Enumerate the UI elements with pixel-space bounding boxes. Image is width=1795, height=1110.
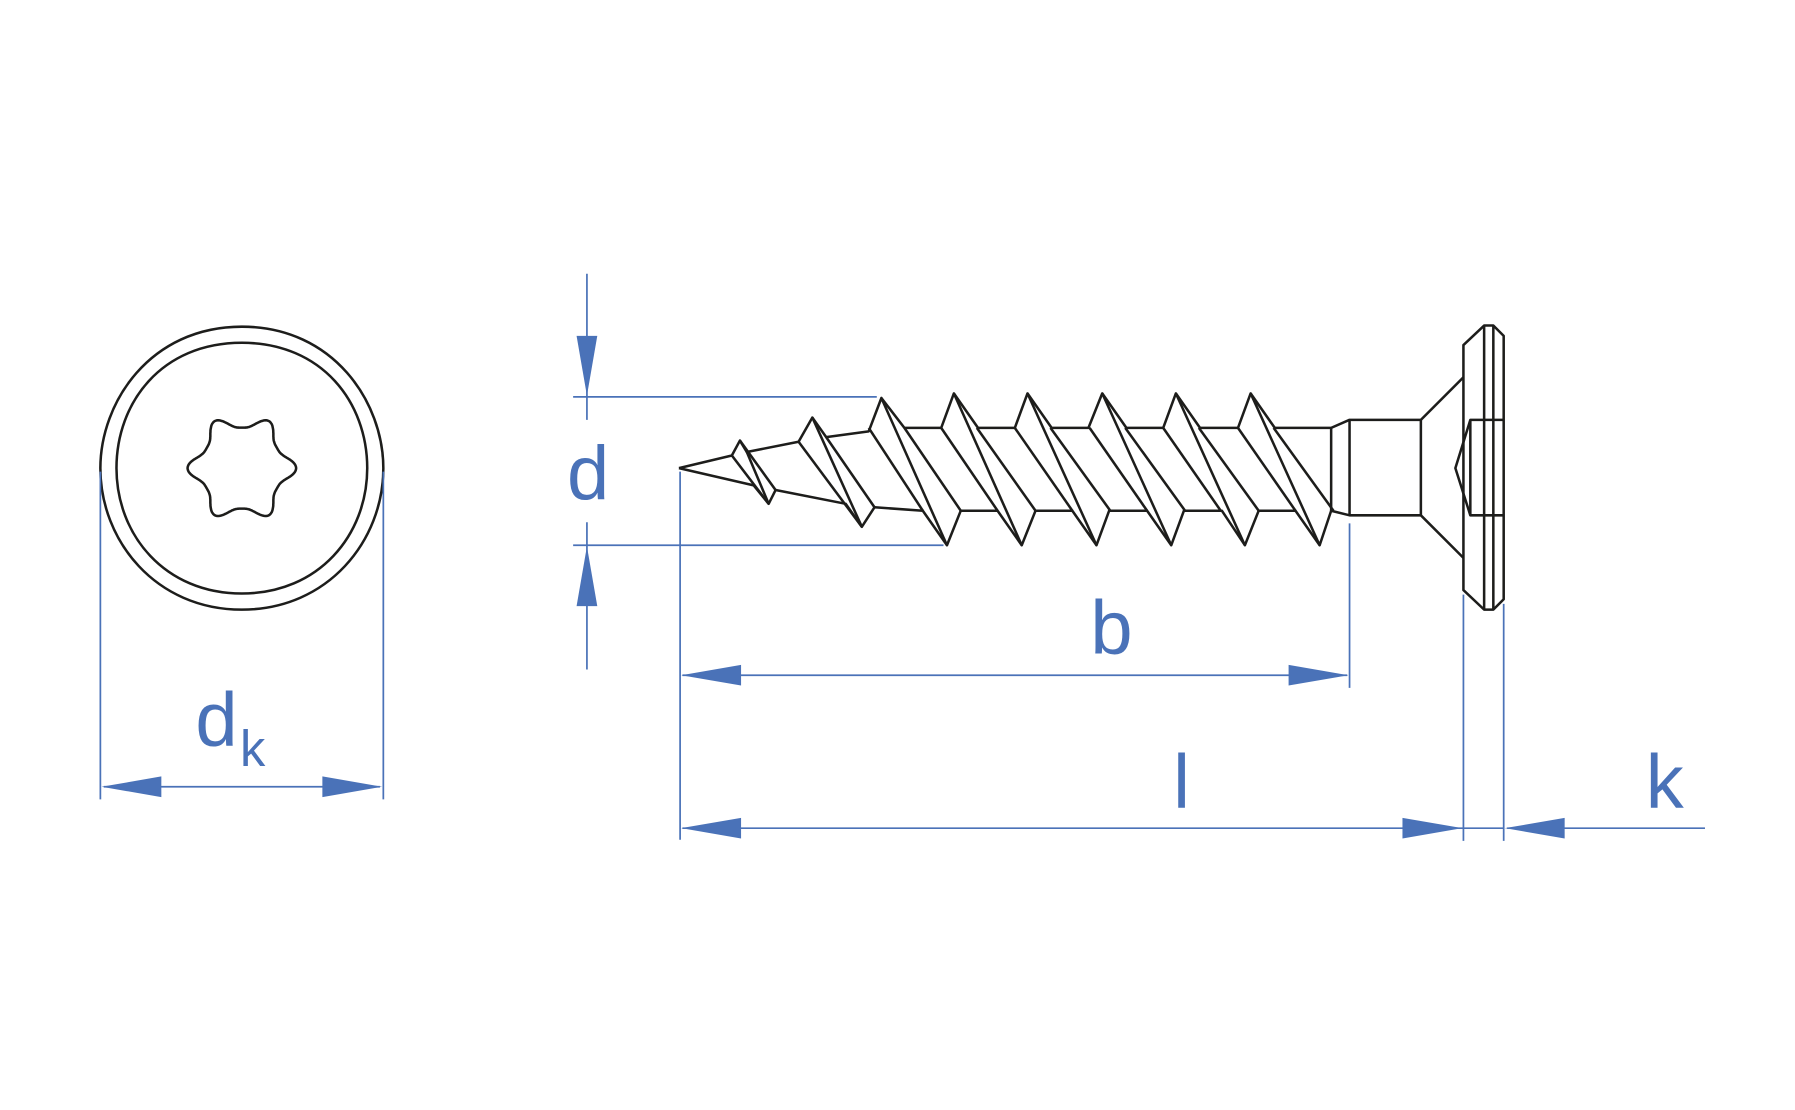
thread-flank [903,427,962,512]
screw-side-view [678,324,1505,611]
label-b: b [1090,585,1132,670]
thread-flank [1174,392,1247,546]
torx-recess-icon [186,419,298,518]
dimension-dk: dk [99,471,385,800]
thread-flank [940,427,999,512]
thread-flank [1088,427,1149,512]
thread-flank [1162,427,1222,512]
thread-flank [1197,427,1260,512]
thread-flank [880,397,949,546]
thread-flank [1124,427,1187,512]
dimension-b: b [679,471,1351,840]
dimension-l: l [681,594,1505,841]
dimension-d: d [567,273,944,670]
thread-flank [1049,427,1112,512]
thread-flank [1013,427,1074,512]
thread-flank [1101,392,1173,546]
label-k: k [1646,739,1685,824]
thread-flank [1026,392,1098,546]
thread-flank [1236,427,1297,512]
dimension-k: k [1504,739,1705,839]
head-top-view [99,325,385,611]
thread-flank [1249,392,1321,546]
thread-flank [867,427,924,512]
label-dk: dk [195,677,266,777]
thread-flank [1272,427,1335,512]
label-l: l [1173,739,1190,824]
thread-flank [975,427,1037,512]
label-d: d [567,431,609,516]
thread-flank [952,392,1023,546]
